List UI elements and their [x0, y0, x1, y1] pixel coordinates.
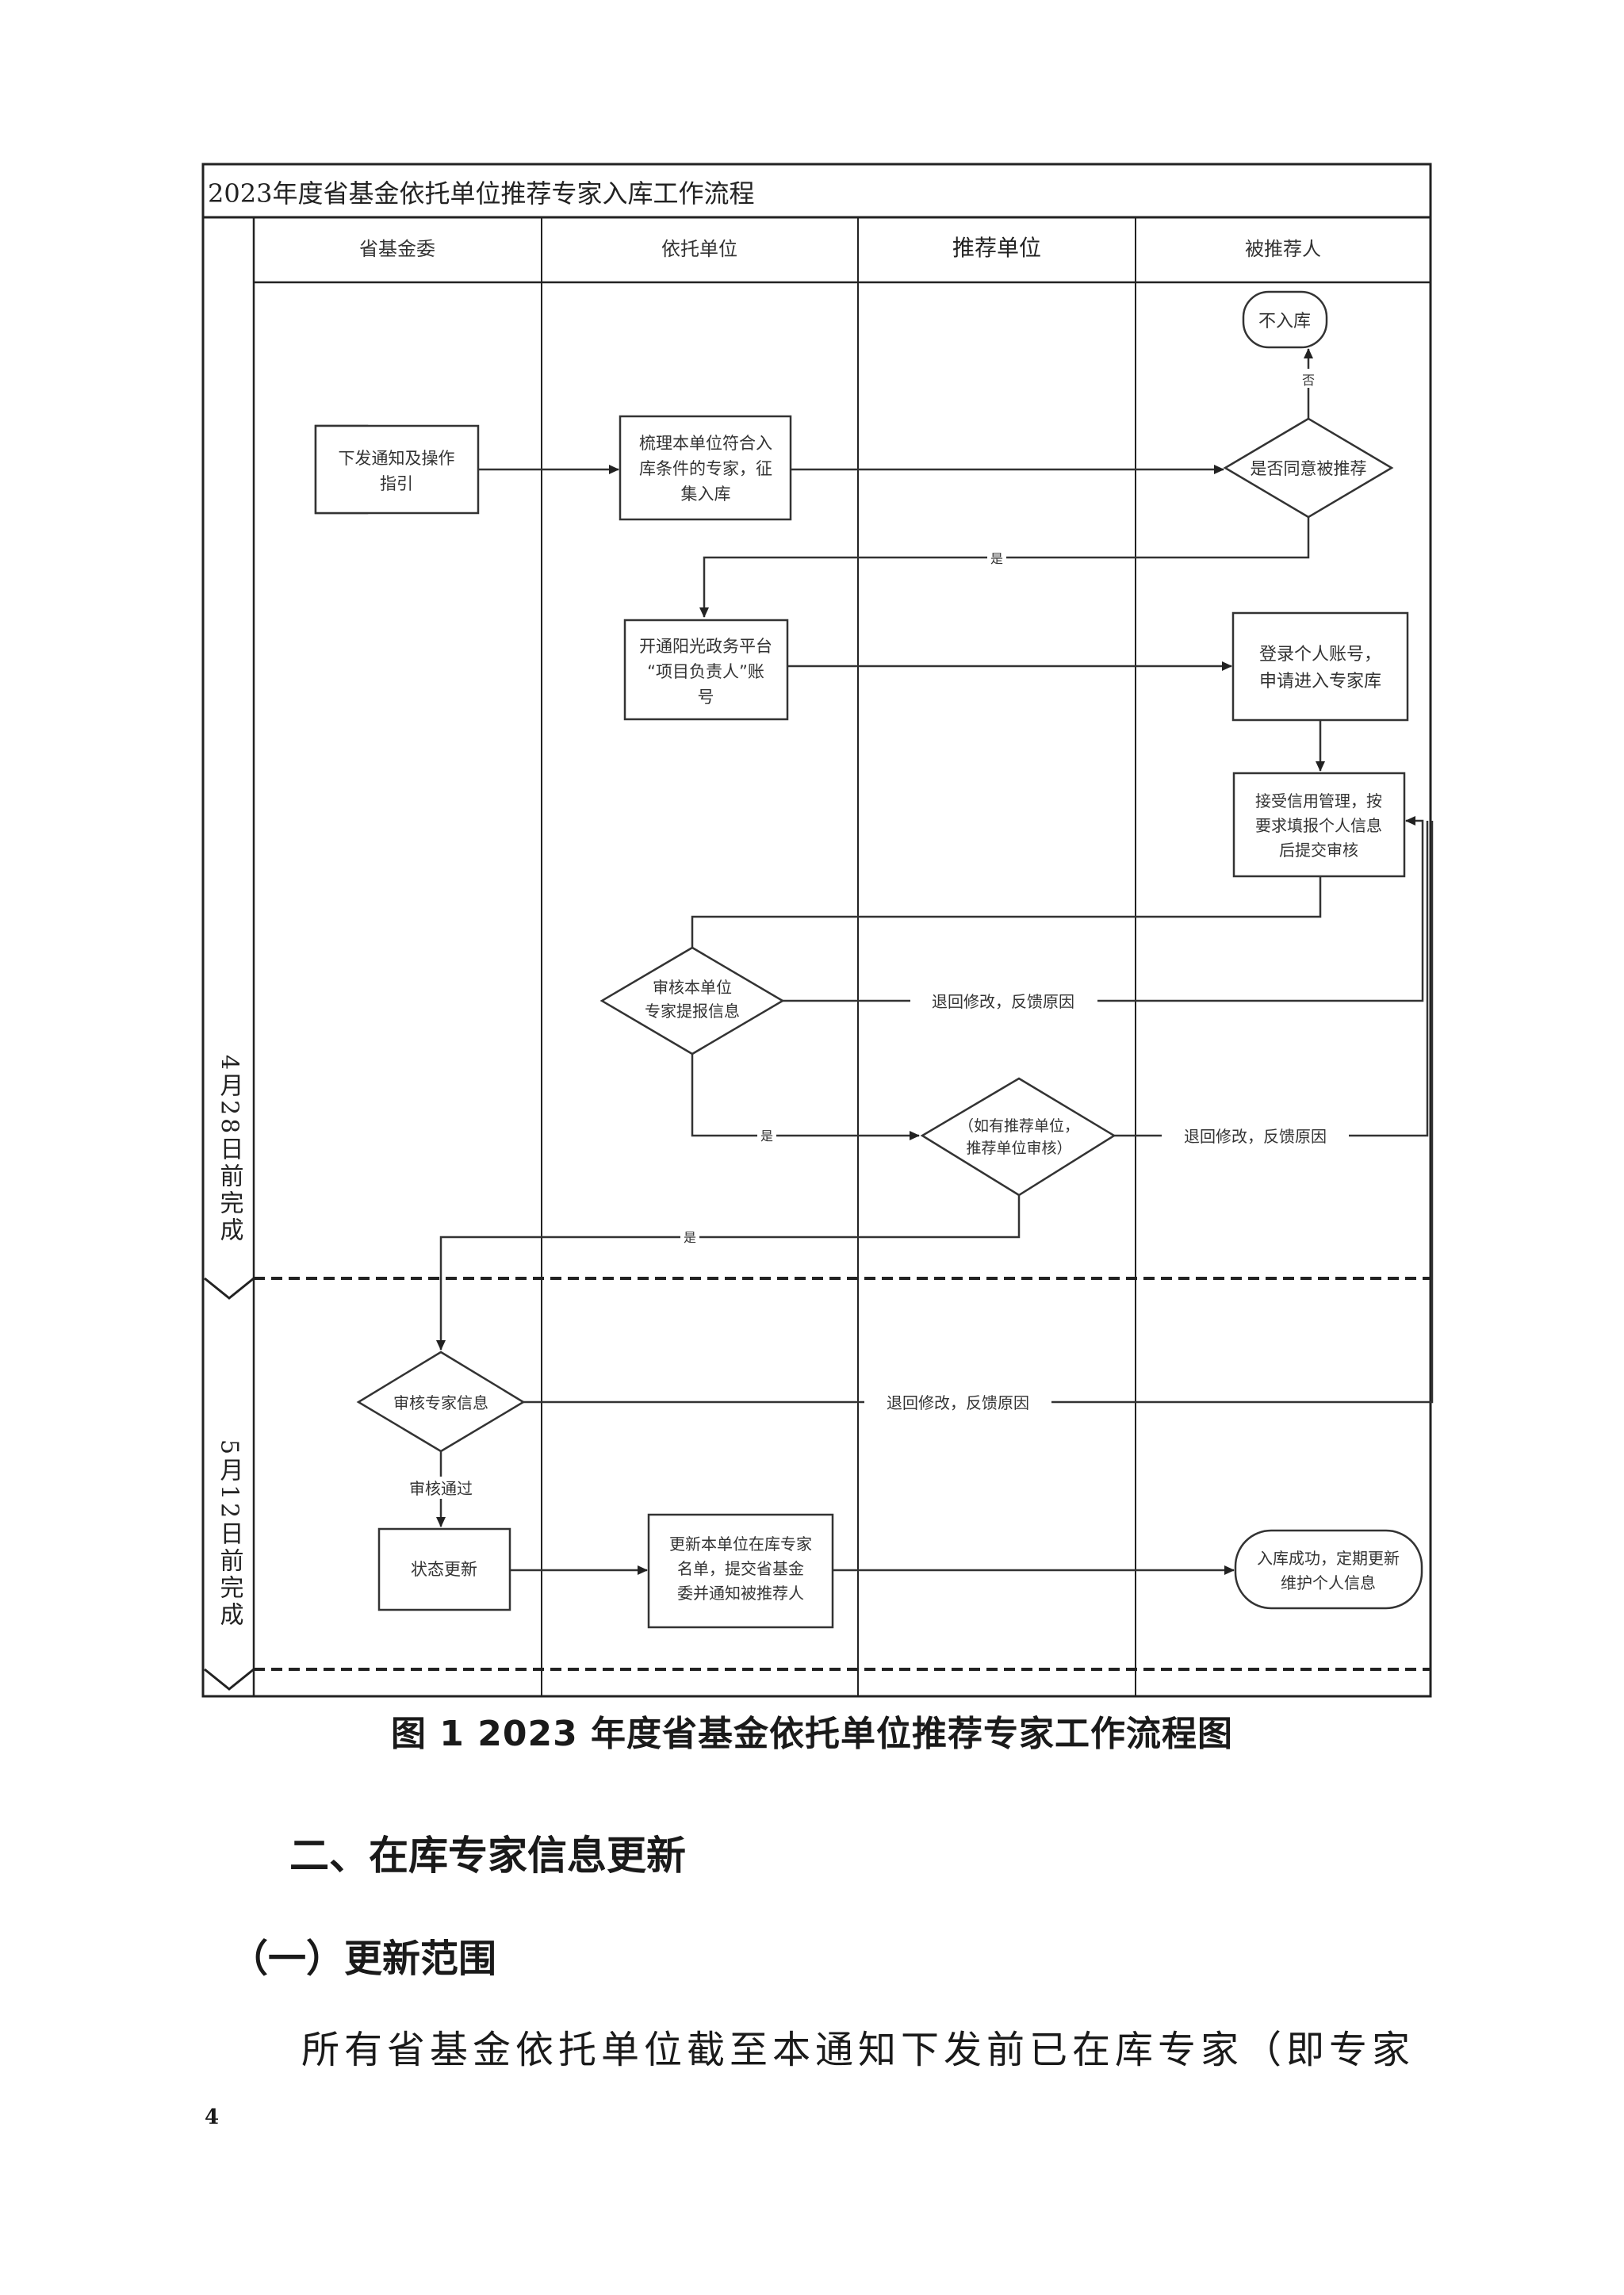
process-label: 指引	[380, 474, 413, 493]
edge-label-return: 退回修改，反馈原因	[887, 1393, 1029, 1412]
process-open-account	[623, 619, 789, 721]
process-register	[1231, 611, 1409, 722]
edge-label-yes: 是	[990, 551, 1003, 566]
phase-label-1: 4月28日前完成	[216, 1055, 244, 1244]
phase-chevron	[204, 1277, 255, 1300]
decision-label: 审核本单位	[653, 978, 732, 997]
phase-label-2: 5月12日前完成	[216, 1439, 244, 1629]
body-paragraph: 所有省基金依托单位截至本通知下发前已在库专家（即专家	[301, 2028, 1415, 2072]
process-box	[314, 424, 480, 515]
decision-label: （如有推荐单位，	[959, 1117, 1079, 1135]
process-update-list	[647, 1513, 834, 1629]
process-sort-experts	[619, 415, 792, 521]
process-label: 集入库	[681, 485, 731, 504]
subsection-heading: （一）更新范围	[230, 1937, 497, 1981]
figure-caption: 图 1 2023 年度省基金依托单位推荐专家工作流程图	[390, 1714, 1234, 1754]
process-label: 登录个人账号，	[1259, 645, 1381, 665]
edge-label-no: 否	[1302, 373, 1315, 388]
edge-return	[523, 821, 1434, 1404]
decision-label: 专家提报信息	[645, 1002, 740, 1021]
lane-header: 依托单位	[661, 238, 737, 260]
process-label: 申请进入专家库	[1259, 672, 1381, 692]
process-label: 开通阳光政务平台	[639, 637, 772, 656]
edge	[688, 876, 1322, 984]
process-fill-info	[1232, 772, 1406, 878]
process-label: 下发通知及操作	[339, 449, 455, 468]
terminal-success	[1234, 1529, 1423, 1610]
flowchart-title: 2023年度省基金依托单位推荐专家入库工作流程	[208, 178, 754, 209]
edge	[691, 1054, 920, 1140]
terminal-label: 不入库	[1258, 312, 1311, 331]
process-label: 号	[698, 688, 714, 707]
decision-label: 推荐单位审核）	[966, 1140, 1071, 1157]
terminal-label: 维护个人信息	[1281, 1573, 1376, 1592]
process-label: 要求填报个人信息	[1255, 816, 1382, 835]
lane-header: 推荐单位	[952, 235, 1041, 261]
decision-unit-review	[599, 946, 785, 1056]
edge-label-approved: 审核通过	[409, 1479, 473, 1498]
page-number: 4	[205, 2105, 220, 2129]
edge-label-yes: 是	[684, 1230, 696, 1245]
edge-label-return: 退回修改，反馈原因	[932, 992, 1074, 1011]
edge-return	[783, 816, 1424, 1002]
process-label: 名单，提交省基金	[677, 1559, 804, 1578]
process-label: 梳理本单位符合入	[639, 434, 772, 453]
process-label: 状态更新	[411, 1560, 477, 1579]
terminal-not-in-db	[1242, 290, 1328, 349]
section-heading: 二、在库专家信息更新	[289, 1833, 686, 1879]
process-label: 库条件的专家，征	[639, 459, 772, 478]
process-label: 后提交审核	[1279, 841, 1358, 860]
phase-chevron	[204, 1668, 255, 1691]
process-status-update	[377, 1527, 511, 1611]
decision-label: 是否同意被推荐	[1251, 459, 1367, 478]
decision-label: 审核专家信息	[393, 1393, 488, 1412]
lane-header: 省基金委	[359, 238, 435, 260]
process-label: “项目负责人”账	[647, 662, 764, 681]
edge-label-return: 退回修改，反馈原因	[1184, 1127, 1327, 1146]
terminal-label: 入库成功，定期更新	[1257, 1549, 1400, 1568]
process-label: 接受信用管理，按	[1255, 791, 1382, 810]
flowchart: 2023年度省基金依托单位推荐专家入库工作流程 省基金委 依托单位 推荐单位 被…	[201, 163, 1434, 1698]
decision-recommender-review	[920, 1077, 1116, 1197]
process-label: 更新本单位在库专家	[669, 1534, 812, 1554]
lane-header: 被推荐人	[1245, 238, 1321, 260]
edge-label-yes: 是	[760, 1128, 773, 1144]
edge	[699, 517, 1310, 618]
process-label: 委并通知被推荐人	[677, 1584, 804, 1603]
flowchart-frame	[201, 163, 1432, 1698]
edge	[436, 1195, 1021, 1351]
